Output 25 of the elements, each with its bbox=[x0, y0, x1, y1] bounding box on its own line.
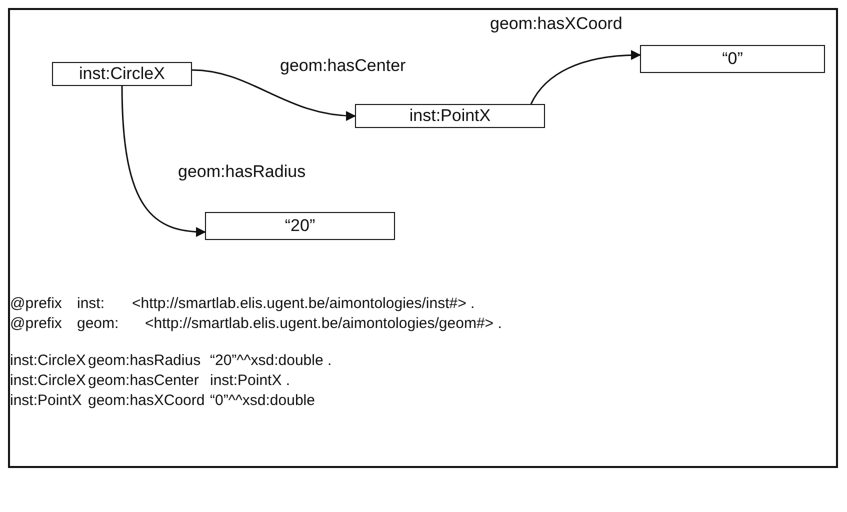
node-box: “0” bbox=[640, 45, 825, 73]
code-text: geom: bbox=[77, 315, 119, 332]
node-box: inst:PointX bbox=[355, 104, 545, 128]
arrow bbox=[530, 50, 641, 104]
edge-label: geom:hasCenter bbox=[280, 56, 406, 76]
code-text: inst:CircleX bbox=[10, 352, 86, 369]
code-text: <http://smartlab.elis.ugent.be/aimontologies/inst#> . bbox=[132, 295, 475, 312]
code-text: geom:hasCenter bbox=[88, 372, 199, 389]
code-text: inst:CircleX bbox=[10, 372, 86, 389]
code-text: inst: bbox=[77, 295, 105, 312]
code-text: geom:hasRadius bbox=[88, 352, 201, 369]
node-box: “20” bbox=[205, 212, 395, 240]
code-text: inst:PointX . bbox=[210, 372, 290, 389]
edge-label: geom:hasRadius bbox=[178, 162, 306, 182]
code-text: “20”^^xsd:double . bbox=[210, 352, 332, 369]
arrow bbox=[121, 86, 206, 237]
edge-label: geom:hasXCoord bbox=[490, 14, 622, 34]
code-text: <http://smartlab.elis.ugent.be/aimontologies/geom#> . bbox=[145, 315, 502, 332]
code-text: geom:hasXCoord bbox=[88, 392, 205, 409]
arrow bbox=[192, 69, 356, 120]
code-text: inst:PointX bbox=[10, 392, 82, 409]
node-box: inst:CircleX bbox=[52, 62, 192, 86]
code-text: @prefix bbox=[10, 315, 62, 332]
code-text: @prefix bbox=[10, 295, 62, 312]
code-text: “0”^^xsd:double bbox=[210, 392, 315, 409]
